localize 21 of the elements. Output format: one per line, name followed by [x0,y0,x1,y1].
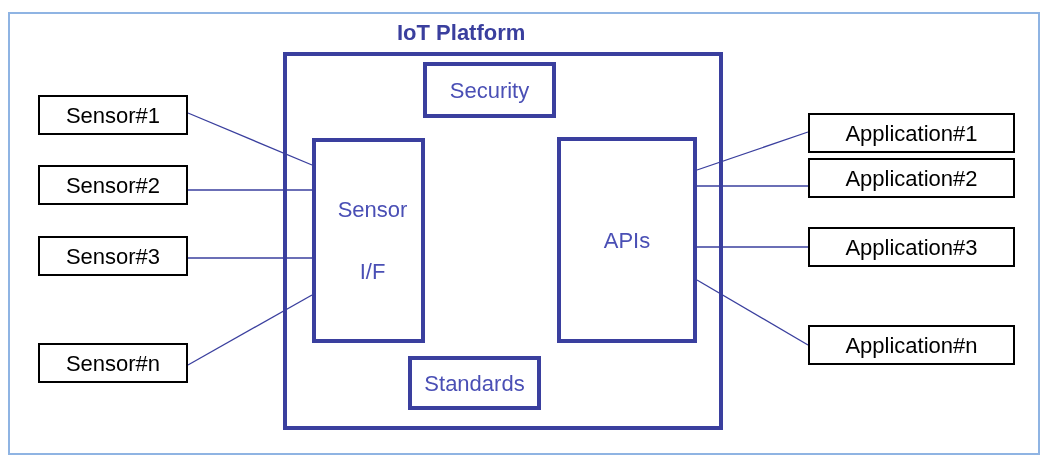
endpoint-box: Sensor#1 [38,95,188,135]
component-box: Sensor I/F [312,138,425,343]
connector-line [696,279,809,346]
endpoint-box: Sensor#3 [38,236,188,276]
component-box: Standards [408,356,541,410]
platform-title: IoT Platform [397,19,526,47]
endpoint-box: Application#1 [808,113,1015,153]
connector-line [187,189,313,191]
connector-line [187,112,313,166]
endpoint-box: Sensor#2 [38,165,188,205]
connector-line [696,246,809,248]
connector-line [696,131,809,171]
endpoint-box: Application#3 [808,227,1015,267]
endpoint-box: Application#n [808,325,1015,365]
connector-line [187,257,313,259]
component-box: APIs [557,137,697,343]
endpoint-box: Sensor#n [38,343,188,383]
endpoint-box: Application#2 [808,158,1015,198]
connector-line [187,294,313,366]
component-box: Security [423,62,556,118]
connector-line [696,185,809,187]
